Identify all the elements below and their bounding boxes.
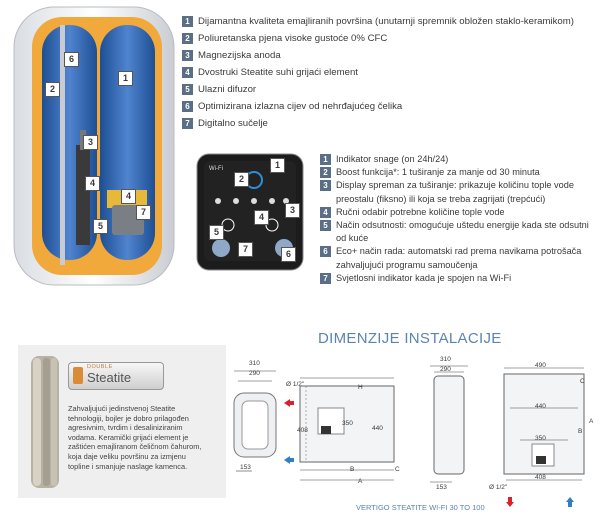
double-steatite-badge: DOUBLE Steatite [68,362,164,390]
dim4-408: 408 [535,474,546,481]
panel-callout-5: 5 [209,225,224,240]
badge-accent-bar [73,367,83,384]
steatite-description: Zahvaljujući jedinstvenoj Steatite tehno… [68,404,202,471]
panel-callout-7: 7 [238,242,253,257]
panel-wifi-label: Wi-Fi [209,166,223,172]
heater-callout-4: 4 [85,176,100,191]
dim4-A: A [589,418,594,425]
dimension-drawing-4 [496,362,596,492]
heater-callout-2: 2 [45,82,60,97]
badge-double-label: DOUBLE [87,364,113,370]
dim4-B: B [578,428,583,435]
panel-callout-4: 4 [254,210,269,225]
dim4-350: 350 [535,435,546,442]
dim2-pipe: Ø 1/2" [286,381,305,388]
digital-control-panel [196,153,304,271]
dim4-C: C [580,378,585,385]
red-arrow-icon [284,394,294,407]
dim2-B: B [350,466,355,473]
dim1-top-outer: 310 [249,360,260,367]
dimension-drawing-3 [428,360,470,490]
heater-callout-1: 1 [118,71,133,86]
dim2-A: A [358,478,363,485]
badge-steatite-label: Steatite [87,370,132,385]
steatite-element-image [27,352,63,492]
dim1-top-inner: 290 [249,370,260,377]
heater-callout-3: 3 [83,135,98,150]
dimension-drawing-1 [232,355,280,485]
heater-callout-6: 6 [64,52,79,67]
panel-callout-3: 3 [285,203,300,218]
dim4-width: 490 [535,362,546,369]
section-title: DIMENZIJE INSTALACIJE [318,330,502,347]
dim2-C: C [395,466,400,473]
dim2-350: 350 [342,420,353,427]
dim4-pipe: Ø 1/2" [489,484,508,491]
heater-callout-4b: 4 [121,189,136,204]
dim3-top-outer: 310 [440,356,451,363]
dim2-440: 440 [372,425,383,432]
dimension-drawing-2 [296,370,408,485]
dim3-bottom: 153 [436,484,447,491]
dim1-bottom: 153 [240,464,251,471]
dim2-408: 408 [297,427,308,434]
panel-callout-6: 6 [281,247,296,262]
dim3-top-inner: 290 [440,366,451,373]
dim4-440: 440 [535,403,546,410]
dim2-H: H [358,384,363,391]
blue-up-arrow-icon [566,494,574,507]
heater-callout-7: 7 [136,205,151,220]
panel-callout-1: 1 [270,158,285,173]
heater-callout-5: 5 [93,219,108,234]
panel-callout-2: 2 [234,172,249,187]
model-caption: VERTIGO STEATITE WI-FI 30 TO 100 [356,503,485,512]
blue-arrow-icon [284,451,294,464]
red-down-arrow-icon [506,494,514,507]
